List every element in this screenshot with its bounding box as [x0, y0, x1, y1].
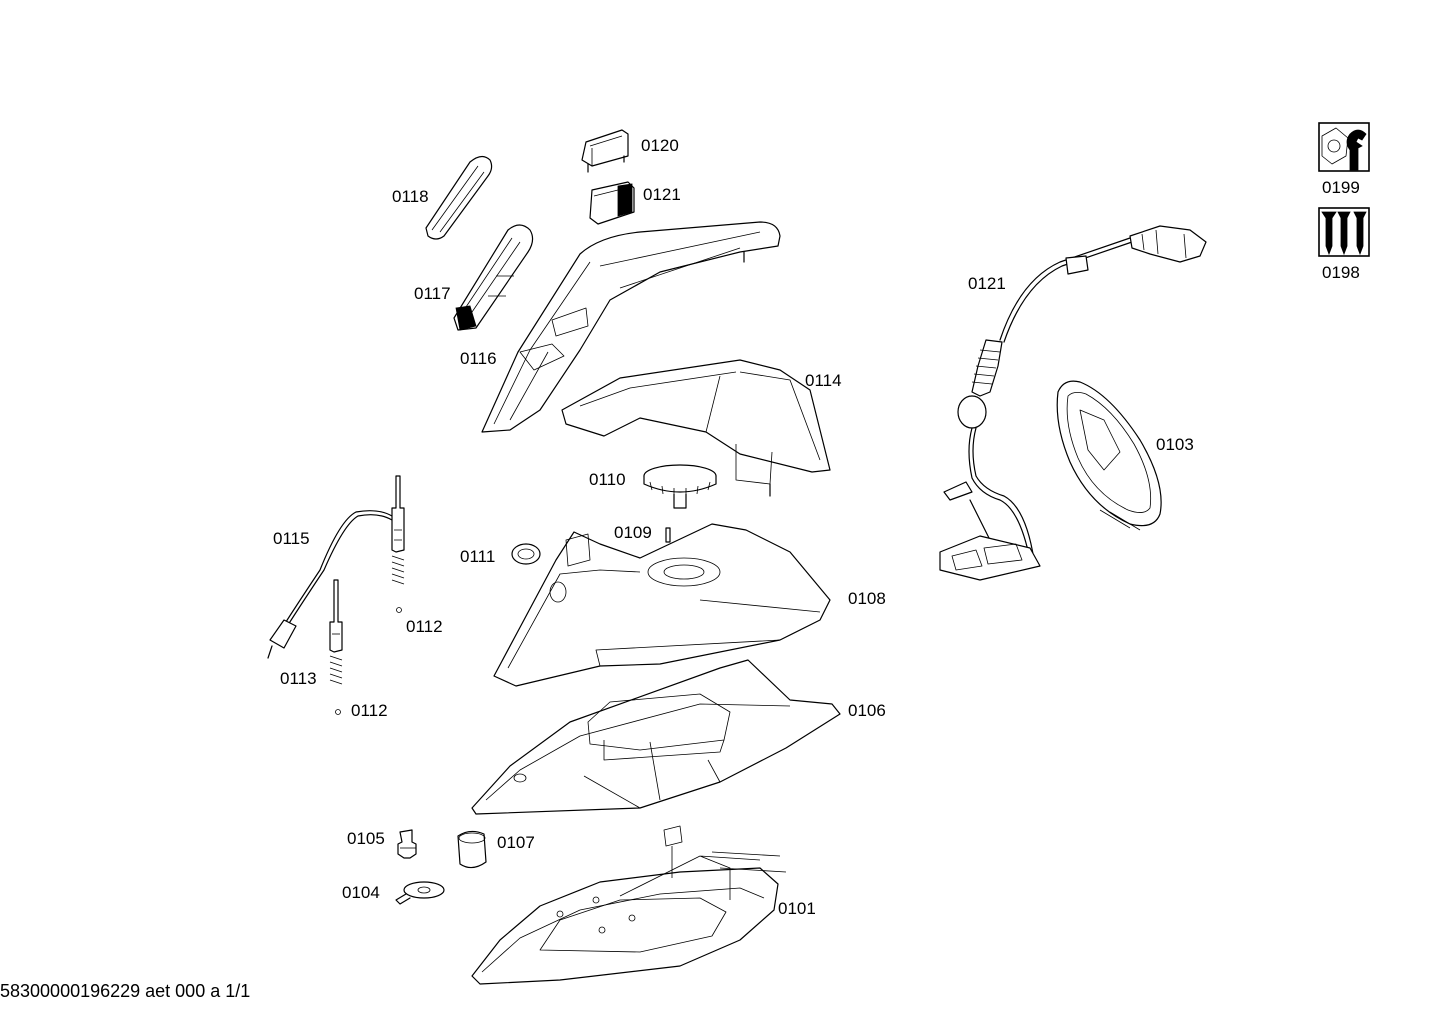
- label-0112-lower: 0112: [351, 701, 388, 720]
- document-id-footer: 58300000196229 aet 000 a 1/1: [0, 981, 251, 1001]
- label-0117: 0117: [414, 284, 451, 303]
- part-0113-pin: [329, 579, 343, 685]
- label-0106: 0106: [848, 701, 886, 720]
- label-0113: 0113: [280, 669, 317, 688]
- part-0106-sole-cover: [471, 659, 841, 815]
- label-0116: 0116: [460, 349, 497, 368]
- nut-wrench-icon: [1318, 122, 1370, 172]
- part-0110-dial: [643, 464, 717, 509]
- label-0115: 0115: [273, 529, 310, 548]
- part-0116-top-cover: [481, 221, 781, 433]
- label-0114: 0114: [805, 371, 842, 390]
- part-0101-sole-plate: [471, 825, 787, 985]
- screws-icon: [1318, 207, 1370, 257]
- label-0118: 0118: [392, 187, 429, 206]
- label-0198: 0198: [1322, 263, 1360, 282]
- label-0108: 0108: [848, 589, 886, 608]
- label-0121: 0121: [968, 274, 1006, 293]
- part-0121-power-cord: [939, 225, 1207, 581]
- label-0107: 0107: [497, 833, 535, 852]
- part-0120-clip: [589, 181, 635, 225]
- part-0103-heel-rest: [1056, 380, 1162, 531]
- label-0105: 0105: [347, 829, 385, 848]
- part-0109-pin: [665, 527, 671, 543]
- label-0103: 0103: [1156, 435, 1194, 454]
- part-0107-cap: [457, 830, 487, 869]
- part-0119-cap: [581, 129, 629, 173]
- part-0112-oring-lower: [335, 709, 341, 715]
- label-0109: 0109: [614, 523, 652, 542]
- part-0115-internal-cable: [267, 475, 405, 659]
- label-0110: 0110: [589, 470, 626, 489]
- label-0112-upper: 0112: [406, 617, 443, 636]
- part-0118-handle-trim: [425, 155, 493, 240]
- label-0104: 0104: [342, 883, 380, 902]
- part-0111-button: [511, 543, 541, 565]
- part-0105-nozzle: [397, 829, 417, 859]
- label-0199: 0199: [1322, 178, 1360, 197]
- part-0108-tank-housing: [493, 523, 831, 687]
- label-0101: 0101: [778, 899, 816, 918]
- label-0119: 0120: [641, 136, 679, 155]
- part-0117-handle-insert: [453, 224, 534, 331]
- label-0111: 0111: [460, 547, 495, 566]
- part-0104-disc: [395, 881, 445, 905]
- part-0114-rear-housing: [561, 359, 831, 497]
- label-0120: 0121: [643, 185, 681, 204]
- part-0112-oring-upper: [396, 607, 402, 613]
